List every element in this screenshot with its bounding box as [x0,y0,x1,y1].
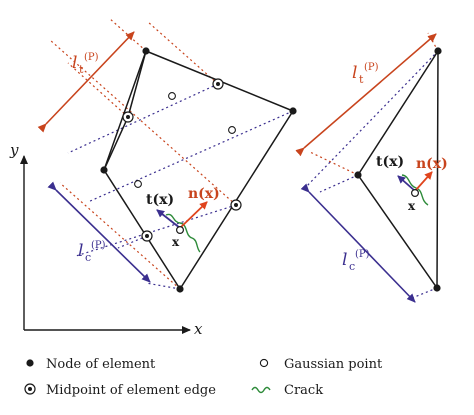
left-gauss-points [134,92,236,188]
legend-crack-icon [251,386,271,394]
left-crack-curve [165,213,201,253]
legend-midpoint-icon [24,383,36,395]
right-t-projection-lines [309,32,439,176]
legend: Node of element Gaussian point Midpoint … [24,357,383,398]
right-element: t(x) n(x) x l t (P) l c (P) [295,32,448,303]
left-n-vector [179,201,208,229]
right-crack-curve [401,174,429,206]
left-node [100,166,108,174]
left-midpoints [122,78,242,242]
svg-text:(P): (P) [84,52,99,63]
right-n-vector [414,171,433,192]
left-element-boundary [103,50,295,291]
legend-midpoint-label: Midpoint of element edge [46,383,216,398]
right-t-vector [397,175,416,192]
svg-text:l: l [78,241,83,261]
left-c-projection-lines [67,83,294,290]
right-nx-label: n(x) [416,156,448,172]
coordinate-axes: y x [9,141,203,338]
left-tx-label: t(x) [146,192,174,208]
right-node [354,171,362,179]
legend-gauss-label: Gaussian point [284,357,383,372]
legend-crack-label: Crack [284,383,323,398]
svg-text:t: t [79,63,84,76]
left-element-inner-edge-2 [103,116,129,171]
x-axis-label: x [194,320,203,338]
svg-text:(P): (P) [364,62,379,73]
legend-node-icon [26,359,34,367]
svg-text:(P): (P) [91,240,106,251]
svg-text:t: t [359,73,364,86]
left-lc-dimension-arrow [47,181,151,283]
left-nx-label: n(x) [188,186,220,202]
right-lc-dimension-arrow [300,183,416,303]
svg-text:l: l [342,250,347,270]
right-node [434,47,442,55]
right-point-x [411,189,420,198]
right-lt-dimension-arrow [295,33,437,157]
right-tx-label: t(x) [376,154,404,170]
left-lt-dimension-arrow [37,31,135,133]
legend-node-label: Node of element [46,357,156,372]
legend-gauss-icon [259,358,269,368]
left-t-vector [156,209,181,229]
right-x-label: x [408,199,416,213]
svg-text:l: l [72,53,77,73]
left-element: t(x) n(x) x l t (P) l c (P) [37,17,297,293]
right-lc-label: l c (P) [342,249,370,273]
svg-text:c: c [85,251,91,264]
left-lt-label: l t (P) [72,52,99,76]
right-node [433,284,441,292]
left-element-inner-edge [127,50,147,118]
left-point-x [176,226,185,235]
left-node [289,107,297,115]
svg-text:l: l [352,63,357,83]
y-axis-label: y [9,141,19,159]
left-x-label: x [172,235,180,249]
left-node [142,47,150,55]
left-lc-label: l c (P) [78,240,106,264]
left-node [176,285,184,293]
svg-text:(P): (P) [355,249,370,260]
right-lt-label: l t (P) [352,62,379,86]
svg-text:c: c [349,260,355,273]
